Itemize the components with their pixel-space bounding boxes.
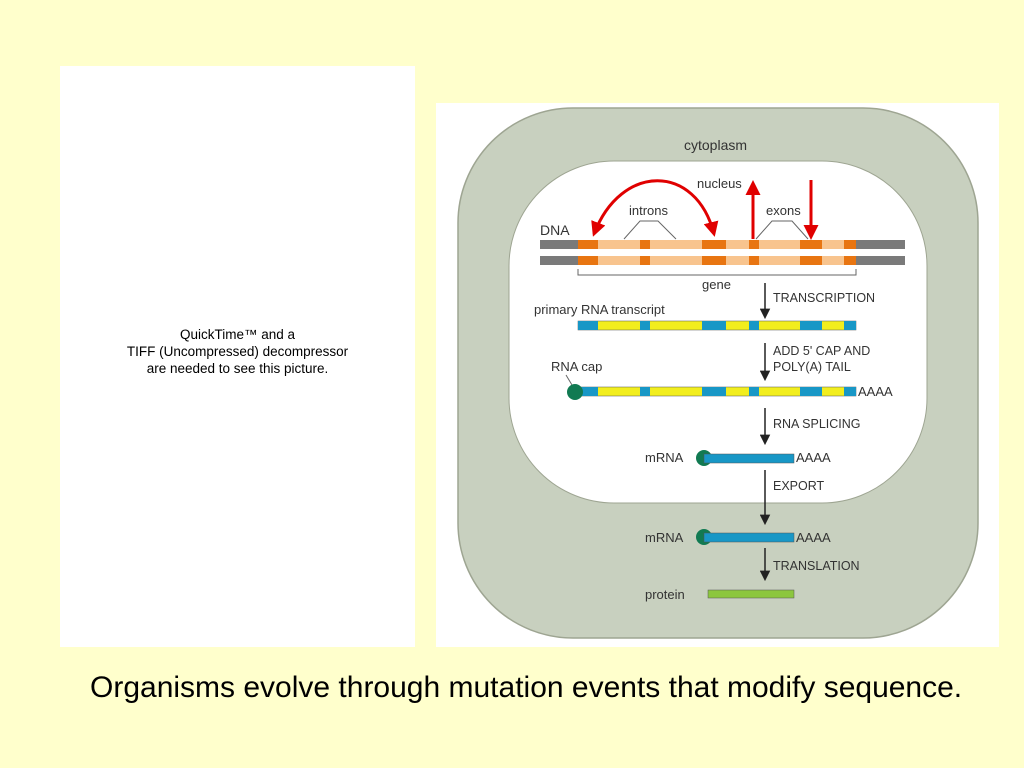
quicktime-placeholder: QuickTime™ and a TIFF (Uncompressed) dec… <box>60 66 415 647</box>
gene-expression-diagram: cytoplasm nucleus introns exons DNA <box>457 107 979 639</box>
rna-cap-pointer <box>565 374 573 386</box>
mrna-label-1: mRNA <box>645 450 684 465</box>
cap-step-line1: ADD 5' CAP AND <box>773 344 870 358</box>
poly-a-tail-3: AAAA <box>796 530 831 545</box>
red-curved-arrow <box>591 179 719 237</box>
nucleus-label: nucleus <box>697 176 742 191</box>
nucleus-region <box>508 160 928 504</box>
primary-transcript-label: primary RNA transcript <box>534 302 665 317</box>
dna-label: DNA <box>540 222 570 238</box>
rna-cap-label: RNA cap <box>551 359 602 374</box>
gene-strand-top <box>578 240 856 249</box>
exons-label: exons <box>766 203 801 218</box>
gene-expression-figure: cytoplasm nucleus introns exons DNA <box>436 103 999 647</box>
slide-caption: Organisms evolve through mutation events… <box>90 671 963 704</box>
gene-strand-bottom <box>578 256 856 265</box>
dna-double-strand <box>540 240 905 265</box>
mrna-strand-2 <box>703 532 795 543</box>
exons-callout <box>755 220 809 240</box>
primary-rna-transcript <box>577 320 857 331</box>
splicing-label: RNA SPLICING <box>773 417 861 431</box>
introns-label: introns <box>629 203 669 218</box>
gene-bracket <box>577 269 857 276</box>
export-label: EXPORT <box>773 479 825 493</box>
protein-label: protein <box>645 587 685 602</box>
transcription-label: TRANSCRIPTION <box>773 291 875 305</box>
protein-bar <box>707 589 795 599</box>
capped-rna-transcript <box>577 386 857 397</box>
cytoplasm-label: cytoplasm <box>684 137 747 153</box>
gene-label: gene <box>702 277 731 292</box>
rna-cap-icon <box>567 384 583 400</box>
mrna-strand-1 <box>703 453 795 464</box>
translation-label: TRANSLATION <box>773 559 860 573</box>
cap-step-line2: POLY(A) TAIL <box>773 360 851 374</box>
poly-a-tail-2: AAAA <box>796 450 831 465</box>
poly-a-tail-1: AAAA <box>858 384 893 399</box>
quicktime-message: QuickTime™ and a TIFF (Uncompressed) dec… <box>126 327 349 376</box>
mrna-label-2: mRNA <box>645 530 684 545</box>
